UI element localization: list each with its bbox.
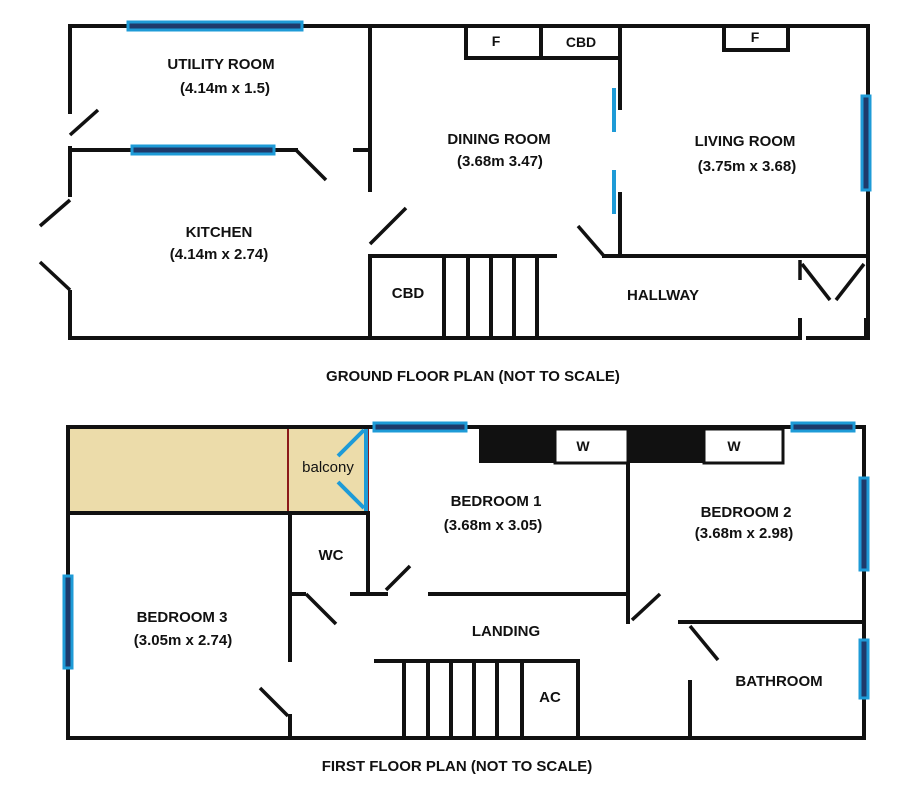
living-room-dims: (3.75m x 3.68) xyxy=(698,158,796,175)
cbd-top-label: CBD xyxy=(566,34,596,50)
kitchen-door-swing xyxy=(294,148,328,182)
wardrobe-w2 xyxy=(702,427,785,465)
ground-floor-plan: UTILITY ROOM (4.14m x 1.5) KITCHEN (4.14… xyxy=(38,20,872,385)
wardrobe-block-1 xyxy=(479,427,555,463)
bedroom2-label: BEDROOM 2 xyxy=(701,504,792,521)
balcony-door-bottom xyxy=(336,480,366,510)
bed3-window xyxy=(62,574,74,670)
living-cupboard xyxy=(722,24,790,52)
living-room-label: LIVING ROOM xyxy=(695,133,796,150)
bathroom-window xyxy=(858,638,870,700)
kitchen-window xyxy=(130,144,276,156)
landing-label: LANDING xyxy=(472,623,540,640)
bed3-door-swing xyxy=(258,686,290,718)
ground-floor-caption: GROUND FLOOR PLAN (NOT TO SCALE) xyxy=(326,368,620,385)
bedroom2-dims: (3.68m x 2.98) xyxy=(695,525,793,542)
first-stairs-top-wall xyxy=(374,659,580,740)
wardrobe-block-2 xyxy=(628,427,704,463)
wc-label: WC xyxy=(319,547,344,564)
first-floor-caption: FIRST FLOOR PLAN (NOT TO SCALE) xyxy=(322,758,593,775)
dining-room-label: DINING ROOM xyxy=(447,131,550,148)
bed2-window-top xyxy=(790,421,856,433)
hallway-door-swing xyxy=(576,224,606,258)
wc-door-swing xyxy=(304,592,338,626)
bathroom-label: BATHROOM xyxy=(735,673,822,690)
bedroom1-dims: (3.68m x 3.05) xyxy=(444,517,542,534)
bedroom1-label: BEDROOM 1 xyxy=(451,493,542,510)
utility-room-label: UTILITY ROOM xyxy=(167,56,274,73)
balcony-door-top xyxy=(336,428,366,458)
kitchen-label: KITCHEN xyxy=(186,224,253,241)
living-window xyxy=(860,94,872,192)
wardrobe-w2-label: W xyxy=(727,438,741,454)
hallway-label: HALLWAY xyxy=(627,287,699,304)
cbd-under-stairs-label: CBD xyxy=(392,285,425,302)
ac-label: AC xyxy=(539,689,561,706)
bed1-window xyxy=(372,421,468,433)
ground-outer-wall-bottom xyxy=(68,290,800,340)
porch-door-left xyxy=(800,262,832,302)
bedroom3-label: BEDROOM 3 xyxy=(137,609,228,626)
utility-room-dims: (4.14m x 1.5) xyxy=(180,80,270,97)
roof-area xyxy=(68,427,288,513)
first-stairs xyxy=(402,659,524,740)
first-floor-plan: balcony BEDROOM 1 (3.68m x 3.05) BEDROOM… xyxy=(62,421,870,775)
bed1-door-swing xyxy=(384,564,412,592)
kitchen-dims: (4.14m x 2.74) xyxy=(170,246,268,263)
wardrobe-w1 xyxy=(553,427,630,465)
utility-external-door xyxy=(68,108,100,137)
dining-room-dims: (3.68m 3.47) xyxy=(457,153,543,170)
bed2-window-side xyxy=(858,476,870,572)
bed2-door-swing xyxy=(630,592,662,622)
ground-stairs xyxy=(442,254,539,340)
f-dining-label: F xyxy=(492,33,501,49)
f-living-label: F xyxy=(751,29,760,45)
kitchen-external-door-top xyxy=(38,198,72,228)
utility-window xyxy=(126,20,304,32)
porch-door-right xyxy=(834,262,866,302)
ground-outer-wall-top-right xyxy=(68,24,870,340)
balcony-label: balcony xyxy=(302,459,354,476)
bedroom3-dims: (3.05m x 2.74) xyxy=(134,632,232,649)
wardrobe-w1-label: W xyxy=(576,438,590,454)
bathroom-door-swing xyxy=(688,624,720,662)
dining-door-swing xyxy=(368,206,408,246)
kitchen-external-door-bottom xyxy=(38,260,72,292)
